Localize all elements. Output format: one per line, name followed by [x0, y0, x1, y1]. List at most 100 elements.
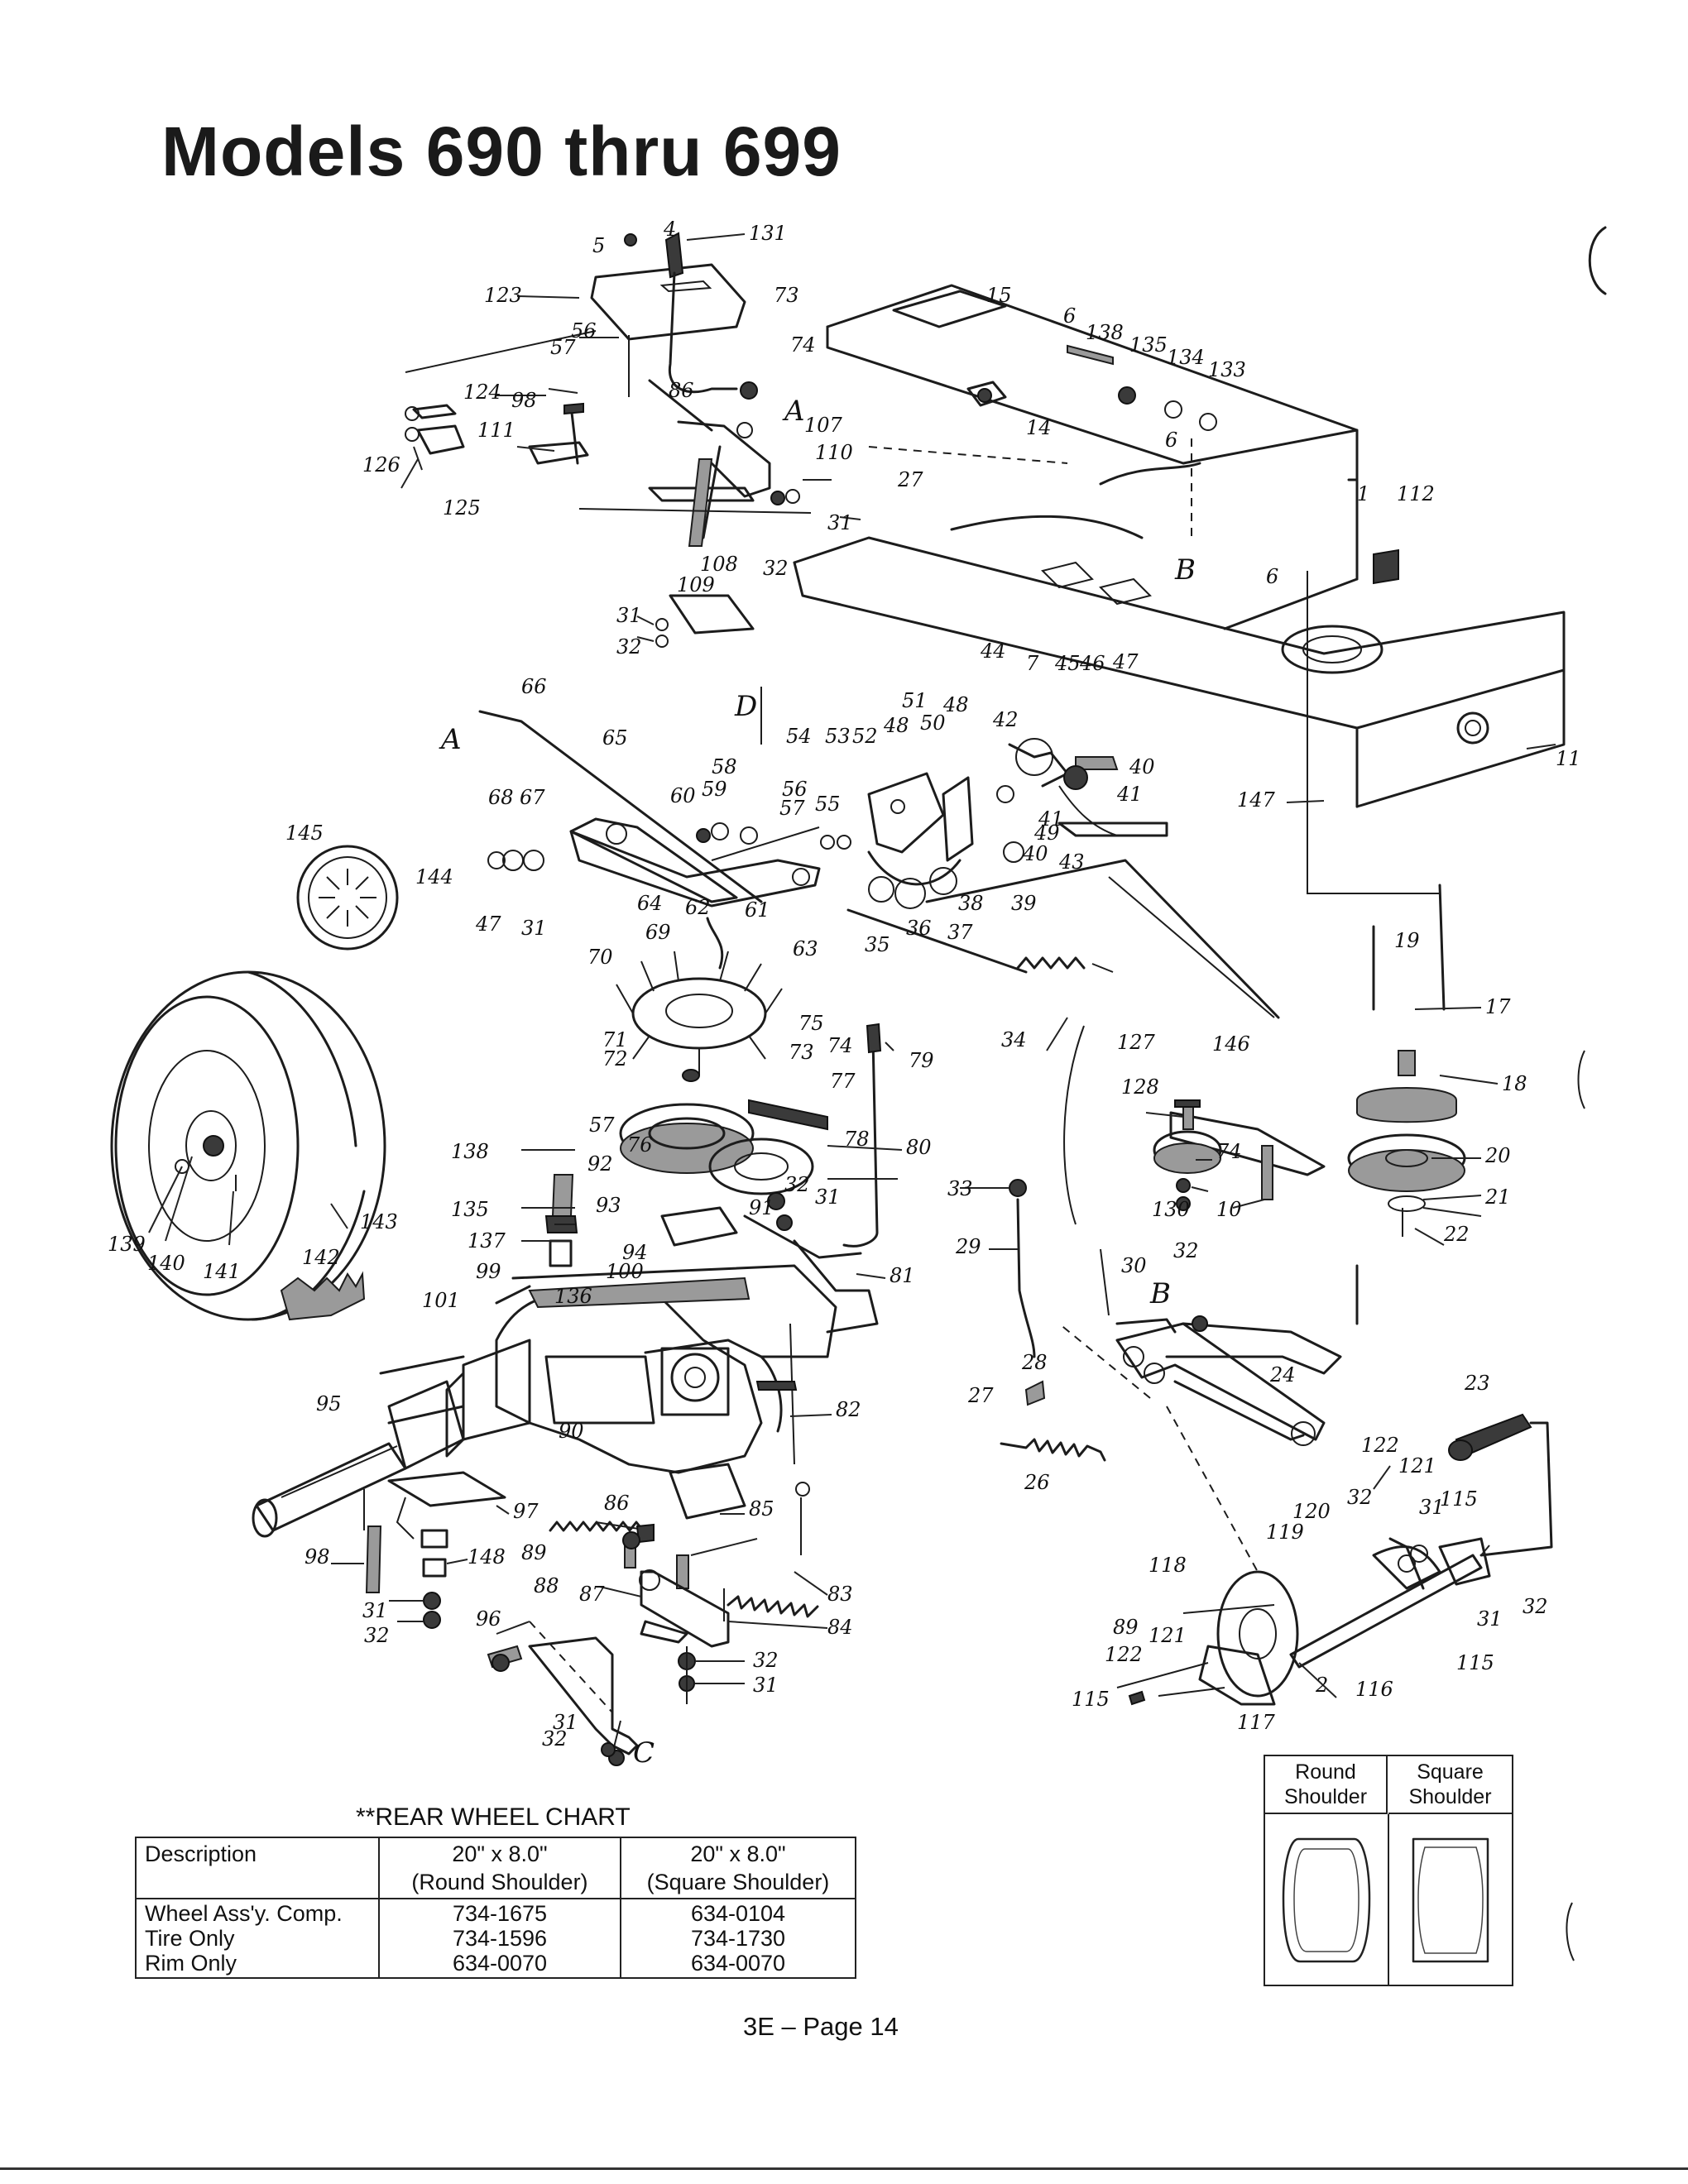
label-31-a: 31: [827, 511, 853, 534]
label-22: 22: [1443, 1223, 1470, 1246]
label-84: 84: [827, 1616, 853, 1639]
round-tire-profile-icon: [1282, 1837, 1371, 1963]
label-37: 37: [947, 921, 973, 944]
label-35: 35: [865, 933, 890, 956]
label-53: 53: [825, 725, 851, 748]
label-79: 79: [909, 1049, 934, 1072]
label-31-g: 31: [553, 1711, 578, 1734]
label-47-top: 47: [1112, 650, 1139, 673]
label-30: 30: [1121, 1254, 1147, 1277]
label-40-a: 40: [1129, 755, 1155, 778]
label-71: 71: [602, 1028, 628, 1051]
label-C: C: [633, 1736, 655, 1770]
label-50: 50: [920, 711, 946, 735]
table-header-row: Description 20" x 8.0" (Round Shoulder) …: [135, 1837, 856, 1899]
label-86: 86: [669, 379, 694, 402]
rear-wheel-chart: Description 20" x 8.0" (Round Shoulder) …: [135, 1837, 856, 1979]
square-shoulder-cell: 634-0104 734-1730 634-0070: [620, 1898, 856, 1979]
label-89-a: 89: [521, 1541, 547, 1564]
label-109: 109: [677, 573, 715, 596]
label-42: 42: [992, 708, 1019, 731]
round-shoulder-heading: Round Shoulder: [1265, 1756, 1388, 1814]
label-38: 38: [958, 892, 984, 915]
label-45: 45: [1054, 652, 1081, 675]
label-44: 44: [980, 639, 1006, 663]
label-B-top: B: [1174, 553, 1196, 587]
label-74-b: 74: [827, 1034, 853, 1057]
label-108: 108: [700, 553, 738, 576]
header-square-type: (Square Shoulder): [646, 1870, 830, 1894]
description-cell: Wheel Ass'y. Comp. Tire Only Rim Only: [135, 1898, 380, 1979]
label-120: 120: [1292, 1500, 1331, 1523]
label-128: 128: [1121, 1075, 1159, 1099]
label-67: 67: [520, 786, 545, 809]
label-81: 81: [890, 1264, 915, 1287]
bottom-divider: [0, 2167, 1688, 2170]
label-139: 139: [108, 1233, 146, 1256]
label-96: 96: [476, 1607, 501, 1631]
row-tire-round: 734-1596: [452, 1926, 548, 1951]
label-143: 143: [360, 1210, 398, 1233]
wheel-chart-caption: **REAR WHEEL CHART: [356, 1803, 631, 1831]
label-31-f: 31: [753, 1674, 779, 1697]
header-square-shoulder: 20" x 8.0" (Square Shoulder): [620, 1837, 856, 1899]
label-65: 65: [602, 726, 628, 750]
label-D: D: [734, 690, 757, 723]
label-98-b: 98: [305, 1545, 330, 1569]
label-32-b: 32: [616, 635, 642, 659]
label-31-j: 31: [1477, 1607, 1503, 1631]
label-31-c: 31: [521, 917, 547, 940]
round-shoulder-cell: 734-1675 734-1596 634-0070: [378, 1898, 621, 1979]
label-20: 20: [1484, 1144, 1511, 1167]
label-68: 68: [488, 786, 514, 809]
row-tire-square: 734-1730: [690, 1926, 786, 1951]
label-21: 21: [1484, 1185, 1511, 1209]
label-78: 78: [844, 1128, 870, 1151]
label-131: 131: [749, 222, 787, 245]
label-101: 101: [422, 1289, 460, 1312]
label-4: 4: [663, 218, 676, 241]
label-126: 126: [362, 453, 400, 477]
label-136: 136: [554, 1285, 592, 1308]
label-11: 11: [1556, 747, 1581, 770]
label-19: 19: [1394, 929, 1420, 952]
rear-wheel: [110, 845, 399, 1321]
label-100: 100: [606, 1260, 644, 1283]
part-labels: 5 4 131 123 73 74 56 57 98 124 126 125 1…: [108, 218, 1581, 1770]
edge-mark-1: [1588, 226, 1607, 295]
label-18: 18: [1502, 1072, 1527, 1095]
label-118: 118: [1149, 1554, 1187, 1577]
label-32-i: 32: [1347, 1486, 1373, 1509]
row-wheel-assy-square: 634-0104: [690, 1901, 786, 1926]
label-116: 116: [1355, 1678, 1393, 1701]
label-93: 93: [596, 1194, 621, 1217]
label-89-b: 89: [1113, 1616, 1139, 1639]
label-32-e: 32: [364, 1624, 390, 1647]
shoulder-legend: Round Shoulder Square Shoulder: [1264, 1755, 1513, 1986]
label-32-f: 32: [753, 1649, 779, 1672]
label-137: 137: [468, 1229, 506, 1252]
label-74: 74: [790, 333, 816, 357]
label-73-b: 73: [789, 1041, 814, 1064]
label-82: 82: [836, 1398, 861, 1421]
label-57-b: 57: [779, 797, 805, 820]
label-138-mid: 138: [451, 1140, 489, 1163]
label-17: 17: [1485, 995, 1511, 1018]
label-28: 28: [1021, 1351, 1048, 1374]
label-98: 98: [511, 389, 537, 412]
square-shoulder-line1: Square: [1417, 1760, 1484, 1784]
label-32-a: 32: [763, 557, 789, 580]
row-rim-round: 634-0070: [452, 1951, 548, 1976]
label-2: 2: [1315, 1674, 1328, 1697]
label-146: 146: [1212, 1032, 1250, 1056]
header-round-shoulder: 20" x 8.0" (Round Shoulder): [378, 1837, 621, 1899]
label-52: 52: [852, 725, 878, 748]
label-59: 59: [702, 778, 727, 801]
label-55: 55: [815, 793, 841, 816]
label-43: 43: [1058, 850, 1085, 874]
label-140: 140: [147, 1252, 185, 1275]
label-99: 99: [476, 1260, 501, 1283]
label-83: 83: [827, 1583, 853, 1606]
label-148: 148: [468, 1545, 506, 1569]
shift-lever-assembly: [405, 232, 812, 745]
